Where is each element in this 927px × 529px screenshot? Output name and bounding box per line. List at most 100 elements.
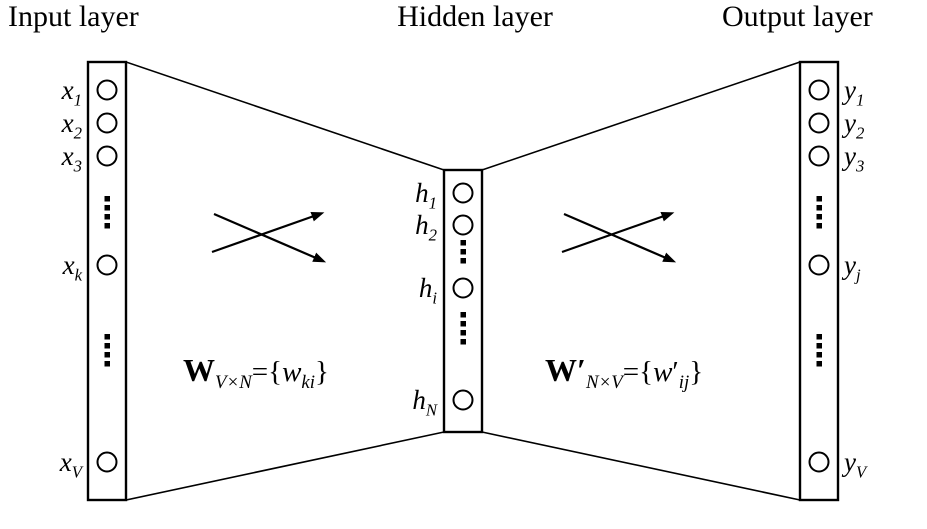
dot [104,343,110,349]
input-node-circle-x1 [96,79,118,101]
node-sub: 3 [73,156,82,176]
dot [104,196,110,202]
node-var: h [415,178,429,208]
output-node-label-yj: yj [844,249,861,285]
output-node-circle-yj [808,254,830,276]
hidden-node-circle-h2 [452,214,474,236]
hidden-node-circle-h1 [452,182,474,204]
matrix-prime: ′ [577,352,586,388]
input-node-label-xk: xk [18,249,82,285]
dot [816,196,822,202]
weight-label-input-hidden: WV×N={wki} [183,351,329,393]
output-node-circle-yV [808,451,830,473]
input-layer-box [86,60,128,502]
output-node-circle-y2 [808,112,830,134]
arrow-down-icon [213,212,327,263]
node-var: x [62,250,75,280]
output-node-circle-y3 [808,145,830,167]
weight-label-hidden-output: W′N×V={w′ij} [545,351,704,393]
input-node-circle-x3 [96,145,118,167]
output-node-label-y2: y2 [844,107,865,143]
dot [816,352,822,358]
hidden-node-label-hN: hN [377,384,437,420]
hidden-layer-title: Hidden layer [397,0,553,33]
matrix-dims: V×N [215,371,252,393]
node-sub: 3 [855,156,865,176]
node-var: h [418,273,433,303]
input-node-circle-xV [96,451,118,473]
input-layer-title: Input layer [8,0,139,33]
arrow-down-icon [563,212,677,263]
output-ellipsis-bottom-icon [816,334,822,367]
dot [816,361,822,367]
output-node-label-y1: y1 [844,74,865,110]
edge-input-hidden-top [125,61,445,171]
node-var: h [412,385,426,415]
node-var: x [61,75,74,105]
hidden-node-label-h2: h2 [377,209,437,245]
matrix-symbol: W [545,352,577,388]
node-var: y [844,75,856,105]
edge-input-hidden-bottom [125,431,445,501]
matrix-symbol: W [183,352,215,388]
dot [816,334,822,340]
node-sub: N [425,400,437,420]
dot [460,312,466,318]
node-sub: k [74,265,82,285]
hidden-ellipsis-top-icon [460,240,466,264]
node-sub: 1 [855,90,865,110]
input-ellipsis-bottom-icon [104,334,110,367]
dot [460,339,466,345]
hidden-node-label-h1: h1 [377,177,437,213]
close-brace: } [689,356,704,388]
dot [460,330,466,336]
node-sub: i [432,288,437,308]
hidden-ellipsis-bottom-icon [460,312,466,345]
node-var: h [415,210,429,240]
hidden-node-circle-hN [452,389,474,411]
node-sub: 1 [428,193,437,213]
equals-open-brace: ={ [622,356,654,388]
dot [104,334,110,340]
input-node-label-x1: x1 [18,74,82,110]
dot [816,223,822,229]
node-sub: 2 [428,225,437,245]
node-sub: j [855,265,861,285]
edge-hidden-output-bottom [481,431,801,501]
input-ellipsis-top-icon [104,196,110,229]
dot [816,343,822,349]
node-var: y [844,108,856,138]
crossed-arrows-input-hidden [211,211,327,263]
node-var: y [844,447,856,477]
hidden-node-circle-hi [452,277,474,299]
node-sub: 1 [73,90,82,110]
node-var: x [59,447,72,477]
node-var: y [844,250,856,280]
node-sub: 2 [855,123,865,143]
output-node-circle-y1 [808,79,830,101]
node-sub: V [71,462,82,482]
crossed-arrows-hidden-output [561,211,677,263]
output-ellipsis-top-icon [816,196,822,229]
dot [460,240,466,246]
element-prime: ′ [672,356,679,388]
element-symbol: w [653,356,673,388]
dot [104,223,110,229]
output-node-label-y3: y3 [844,140,865,176]
hidden-node-label-hi: hi [377,272,437,308]
dot [104,214,110,220]
node-sub: V [855,462,867,482]
dot [460,321,466,327]
equals-open-brace: ={ [251,356,283,388]
matrix-dims: N×V [586,371,623,393]
output-layer-title: Output layer [722,0,873,33]
node-var: x [61,141,74,171]
node-sub: 2 [73,123,82,143]
input-node-circle-x2 [96,112,118,134]
element-symbol: w [282,356,302,388]
element-sub: ki [301,371,316,393]
edge-hidden-output-top [481,61,801,171]
input-node-label-x3: x3 [18,140,82,176]
dot [460,258,466,264]
